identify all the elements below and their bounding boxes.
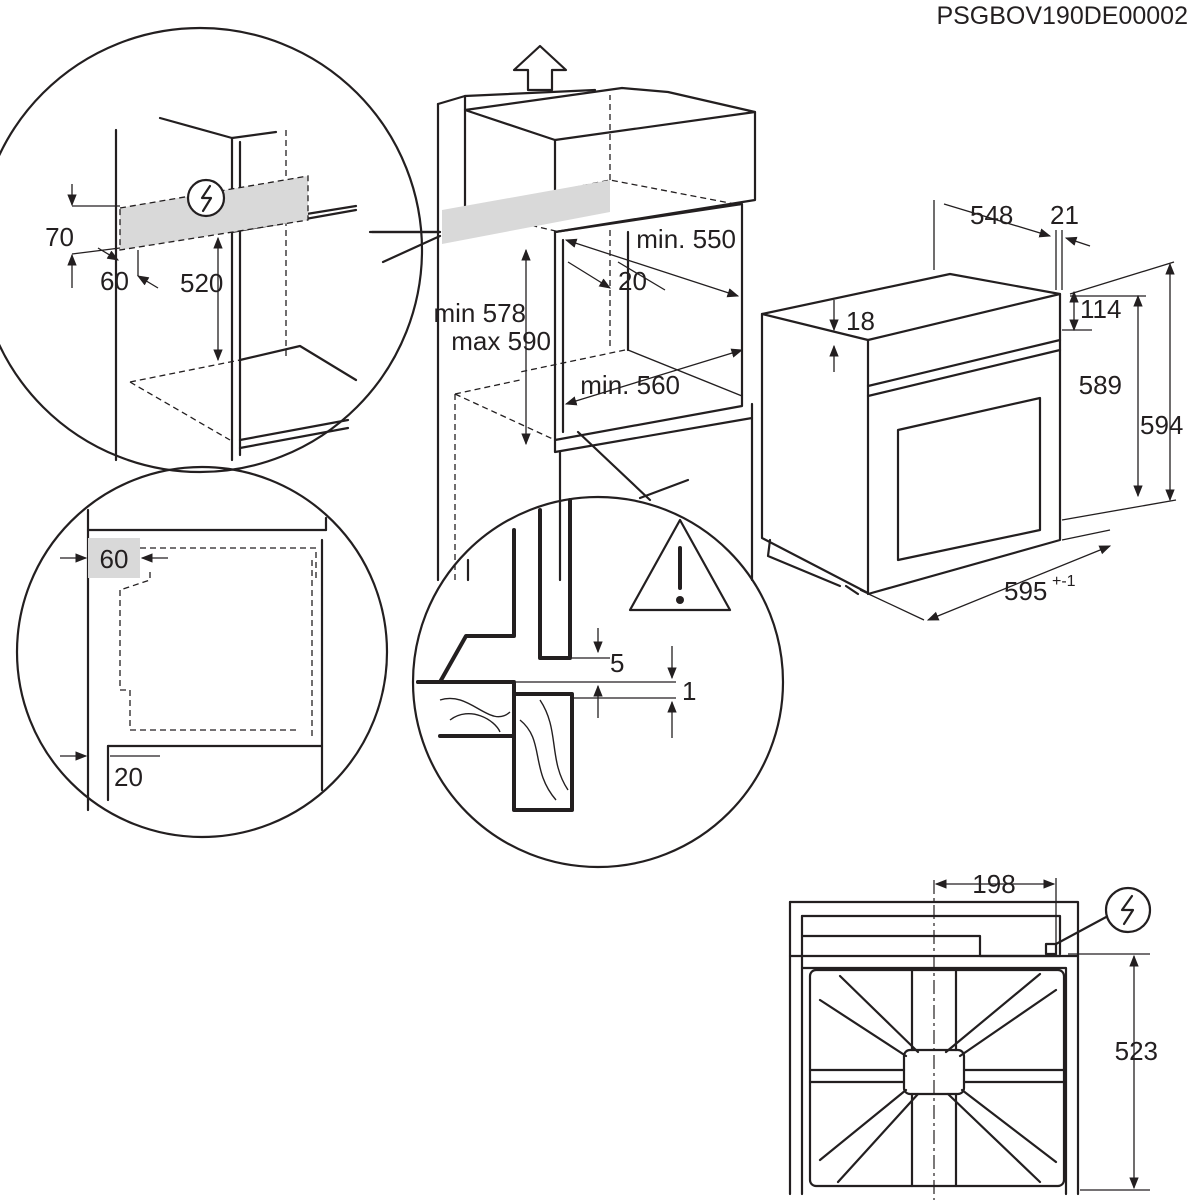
cabinet-min-height: min 578 [434,298,527,328]
side-detail-60: 60 [100,544,129,574]
oven-drawing [760,200,1177,621]
gap-detail-1: 1 [682,676,696,706]
top-detail-60: 60 [100,266,129,296]
oven-top-view [788,878,1152,1200]
oven-front-21: 21 [1050,200,1079,230]
top-detail-70: 70 [45,222,74,252]
warning-triangle-icon [628,518,732,612]
side-detail-20: 20 [114,762,143,792]
top-view-523: 523 [1115,1036,1158,1066]
cabinet-drawing [368,44,757,582]
oven-panel-114: 114 [1080,294,1121,324]
gap-detail-5: 5 [610,648,624,678]
oven-depth-548: 548 [970,200,1013,230]
cabinet-min-width-bottom: min. 560 [580,370,680,400]
top-detail-520: 520 [180,268,223,298]
top-view-198: 198 [972,869,1015,899]
detail-gap [411,430,785,869]
cabinet-max-height: max 590 [451,326,551,356]
oven-width-595: 595 [1004,576,1047,606]
detail-top-ventilation [0,26,442,474]
cabinet-min-width-top: min. 550 [636,224,736,254]
up-arrow-icon [512,44,568,92]
detail-side-clearance [15,465,389,839]
oven-height-594: 594 [1140,410,1183,440]
oven-width-tolerance: +-1 [1052,573,1076,590]
oven-top-18: 18 [846,306,875,336]
cabinet-back-gap: 20 [618,266,647,296]
oven-height-589: 589 [1079,370,1122,400]
reference-code: PSGBOV190DE00002 [936,2,1188,30]
